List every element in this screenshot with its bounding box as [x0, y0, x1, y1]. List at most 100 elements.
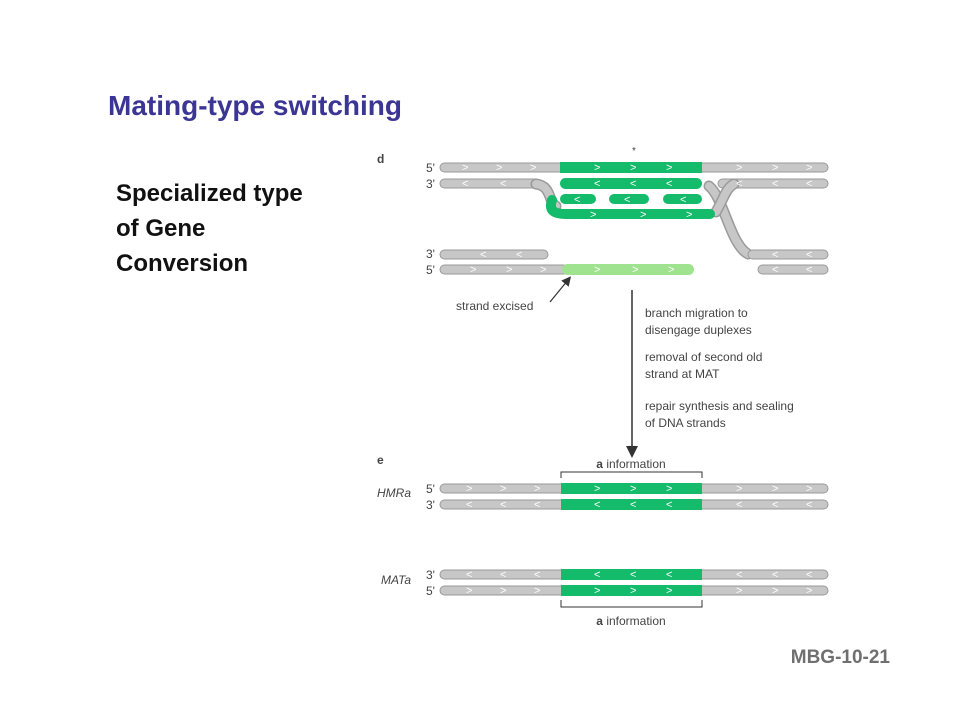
donor-bottom-green-segment: [560, 178, 702, 189]
strand-excised-label: strand excised: [456, 299, 533, 313]
donor-bottom-strand-right: [717, 178, 829, 189]
svg-text:<: <: [806, 264, 812, 276]
info-bracket-bottom: [560, 600, 703, 608]
svg-text:<: <: [772, 499, 778, 511]
svg-text:>: >: [686, 209, 692, 221]
svg-text:>: >: [496, 162, 502, 174]
info-label-bottom: a information: [596, 614, 665, 628]
svg-text:>: >: [772, 585, 778, 597]
svg-text:>: >: [466, 585, 472, 597]
svg-text:<: <: [772, 264, 778, 276]
svg-text:>: >: [470, 264, 476, 276]
svg-text:<: <: [806, 499, 812, 511]
end-label: 5': [426, 161, 435, 175]
slide-body-text: Specialized type of Gene Conversion: [116, 176, 303, 281]
end-label: 5': [426, 263, 435, 277]
svg-text:>: >: [590, 209, 596, 221]
svg-text:>: >: [462, 162, 468, 174]
direction-marks: << << >>> >>> <<: [470, 249, 812, 276]
svg-text:>: >: [534, 585, 540, 597]
svg-text:>: >: [534, 483, 540, 495]
panel-d-label: d: [377, 152, 384, 166]
svg-text:<: <: [772, 569, 778, 581]
svg-text:>: >: [736, 585, 742, 597]
svg-text:>: >: [530, 162, 536, 174]
recipient-bottom-strand-right: [757, 264, 829, 275]
end-label: 3': [426, 177, 435, 191]
svg-text:<: <: [466, 569, 472, 581]
body-line-2: of Gene: [116, 215, 206, 242]
asterisk-mark: *: [632, 146, 636, 157]
new-dna-piece: [663, 194, 702, 204]
invading-strand: [546, 195, 715, 219]
end-label: 5': [426, 482, 435, 496]
donor-top-green-segment: [560, 162, 702, 173]
svg-text:<: <: [772, 249, 778, 261]
svg-text:<: <: [736, 569, 742, 581]
svg-text:<: <: [574, 194, 580, 206]
svg-text:<: <: [806, 178, 812, 190]
locus-label-mat: MATa: [381, 573, 411, 587]
svg-text:>: >: [806, 162, 812, 174]
svg-text:>: >: [640, 209, 646, 221]
svg-text:<: <: [630, 569, 636, 581]
step-2-line-1: removal of second old: [645, 350, 762, 364]
svg-text:>: >: [540, 264, 546, 276]
svg-text:<: <: [630, 499, 636, 511]
step-3-line-2: of DNA strands: [645, 416, 726, 430]
svg-text:<: <: [480, 249, 486, 261]
direction-marks: >>> >>> >>> <<< <<< <<< <<< <<< <<< >>> …: [466, 483, 812, 597]
info-bracket-top: [560, 471, 703, 478]
svg-text:<: <: [736, 178, 742, 190]
svg-text:<: <: [462, 178, 468, 190]
recipient-bottom-strand: [439, 264, 569, 275]
panel-e-label: e: [377, 453, 384, 467]
slide-title: Mating-type switching: [108, 90, 402, 121]
svg-text:<: <: [680, 194, 686, 206]
svg-text:<: <: [594, 499, 600, 511]
step-1-line-2: disengage duplexes: [645, 323, 752, 337]
svg-text:<: <: [516, 249, 522, 261]
end-label: 3': [426, 568, 435, 582]
svg-text:<: <: [624, 194, 630, 206]
step-3-line-1: repair synthesis and sealing: [645, 399, 794, 413]
new-dna-piece: [560, 194, 596, 204]
info-label-top: a information: [596, 457, 665, 471]
svg-text:<: <: [500, 178, 506, 190]
svg-text:<: <: [666, 178, 672, 190]
svg-text:<: <: [630, 178, 636, 190]
slide-footer-code: MBG-10-21: [790, 647, 890, 668]
body-line-3: Conversion: [116, 250, 249, 277]
strand-excised-pointer: [549, 276, 572, 303]
svg-text:>: >: [772, 162, 778, 174]
svg-text:>: >: [500, 585, 506, 597]
new-dna-piece: [609, 194, 649, 204]
step-2-line-2: strand at MAT: [645, 367, 720, 381]
direction-marks: >>> >>> >>> << <<< <<< <<< >>>: [462, 162, 812, 221]
svg-text:>: >: [594, 162, 600, 174]
svg-text:<: <: [534, 569, 540, 581]
step-1-line-1: branch migration to: [645, 306, 748, 320]
end-label: 3': [426, 498, 435, 512]
excised-strand-region: [562, 264, 694, 275]
svg-text:>: >: [668, 264, 674, 276]
svg-text:<: <: [666, 499, 672, 511]
svg-text:<: <: [594, 178, 600, 190]
svg-text:<: <: [500, 499, 506, 511]
svg-text:>: >: [630, 483, 636, 495]
svg-text:>: >: [630, 585, 636, 597]
locus-label-hmr: HMRa: [377, 486, 411, 500]
svg-text:<: <: [594, 569, 600, 581]
svg-text:<: <: [666, 569, 672, 581]
svg-text:<: <: [534, 499, 540, 511]
svg-text:<: <: [466, 499, 472, 511]
svg-text:>: >: [594, 585, 600, 597]
svg-text:>: >: [630, 162, 636, 174]
svg-text:>: >: [666, 162, 672, 174]
body-line-1: Specialized type: [116, 180, 303, 207]
svg-text:>: >: [736, 162, 742, 174]
svg-text:>: >: [466, 483, 472, 495]
svg-text:>: >: [666, 585, 672, 597]
svg-text:>: >: [506, 264, 512, 276]
